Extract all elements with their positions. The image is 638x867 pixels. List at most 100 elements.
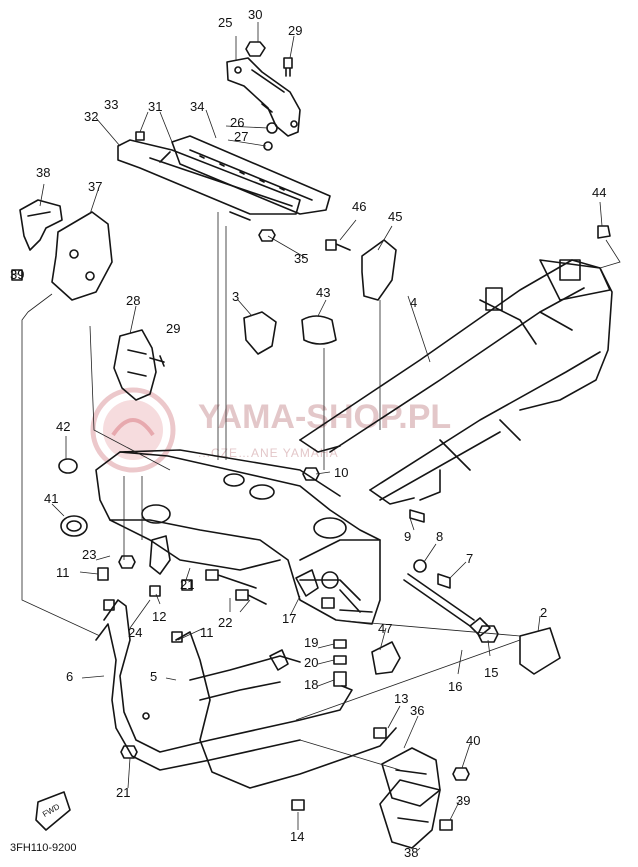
part-7-bolt (437, 573, 451, 589)
part-30-nut (245, 41, 266, 57)
callout-16: 16 (448, 679, 463, 694)
part-39-bolt-b (439, 819, 453, 831)
callout-20: 20 (304, 655, 319, 670)
callout-46: 46 (352, 199, 367, 214)
part-21-nut (181, 579, 193, 591)
part-31-seat-rail (117, 139, 301, 221)
callout-27: 27 (234, 129, 249, 144)
callout-24: 24 (128, 625, 143, 640)
callout-42: 42 (56, 419, 71, 434)
callout-38: 38 (404, 845, 419, 860)
part-11-bolt (97, 567, 109, 581)
callout-35: 35 (294, 251, 309, 266)
callout-28: 28 (126, 293, 141, 308)
part-20-washer (333, 655, 347, 665)
part-38-clamp (19, 199, 63, 251)
part-29-bolt (283, 57, 293, 77)
callout-32: 32 (84, 109, 99, 124)
part-46-bolt (325, 239, 351, 251)
callout-38: 38 (36, 165, 51, 180)
callout-6: 6 (66, 669, 74, 684)
callout-41: 41 (44, 491, 59, 506)
part-25-bracket (226, 57, 301, 137)
part-9-bolt (409, 509, 425, 523)
part-8-washer (413, 559, 427, 573)
part-39-bolt (11, 269, 23, 281)
part-28-bracket (113, 329, 157, 401)
part-24-bolt (103, 599, 115, 611)
callout-45: 45 (388, 209, 403, 224)
callout-2: 2 (540, 605, 548, 620)
part-23-nut (118, 555, 136, 569)
callout-9: 9 (404, 529, 412, 544)
part-22-bolts (205, 569, 267, 605)
callout-31: 31 (148, 99, 163, 114)
part-47-bracket (371, 641, 401, 675)
part-4-rear-frame (299, 259, 613, 505)
callout-3: 3 (232, 289, 240, 304)
callout-4: 4 (410, 295, 418, 310)
callout-13: 13 (394, 691, 409, 706)
part-34-cover-plate (171, 135, 331, 215)
part-17-clamp (295, 569, 319, 597)
callout-44: 44 (592, 185, 607, 200)
callout-15: 15 (484, 665, 499, 680)
part-14-bolt (291, 799, 305, 811)
part-36-footrest-bracket (381, 747, 441, 807)
callout-37: 37 (88, 179, 103, 194)
callout-40: 40 (466, 733, 481, 748)
part-11-bolt-b (171, 631, 183, 643)
callout-14: 14 (290, 829, 305, 844)
part-10-nut (302, 467, 320, 481)
callout-43: 43 (316, 285, 331, 300)
callout-29: 29 (166, 321, 181, 336)
drawing-code: 3FH110-9200 (10, 842, 77, 854)
callout-17: 17 (282, 611, 297, 626)
part-44-nut (597, 225, 611, 239)
part-41-race (60, 515, 88, 537)
part-35-nut (258, 229, 276, 242)
part-29-bolt-b (149, 355, 165, 367)
part-40-nut (452, 767, 470, 781)
callout-11: 11 (200, 625, 214, 640)
part-15-nut (477, 625, 499, 643)
part-6-down-tube (95, 599, 353, 771)
part-19-collar (333, 639, 347, 649)
watermark-logo-icon (90, 387, 176, 473)
callout-30: 30 (248, 7, 263, 22)
callout-5: 5 (150, 669, 158, 684)
callout-23: 23 (82, 547, 97, 562)
callout-25: 25 (218, 15, 233, 30)
leader-lines (12, 22, 621, 851)
callout-39: 39 (10, 267, 25, 282)
part-26-collar (266, 122, 278, 134)
callout-18: 18 (304, 677, 319, 692)
callout-10: 10 (334, 465, 349, 480)
callout-39: 39 (456, 793, 471, 808)
callout-8: 8 (436, 529, 444, 544)
part-21-nut-b (120, 745, 138, 759)
part-45-bracket (361, 239, 397, 301)
part-42-bearing (58, 458, 78, 474)
fwd-arrow-icon (35, 791, 71, 831)
part-1-main-frame (95, 449, 381, 625)
callout-29: 29 (288, 23, 303, 38)
callout-21: 21 (180, 577, 195, 592)
part-2-cover (519, 627, 561, 675)
part-18-spacer (333, 671, 347, 687)
callout-47: 47 (378, 621, 393, 636)
watermark-tagline: ...CZE…ANE YAMAHA (198, 446, 339, 460)
callout-12: 12 (152, 609, 167, 624)
callout-22: 22 (218, 615, 233, 630)
callout-21: 21 (116, 785, 131, 800)
part-24-bracket (149, 535, 171, 575)
callout-26: 26 (230, 115, 245, 130)
callout-7: 7 (466, 551, 474, 566)
watermark-brand: YAMA-SHOP.PL (198, 398, 452, 436)
part-37-stay (51, 211, 113, 301)
part-43-damper (301, 315, 337, 345)
callout-33: 33 (104, 97, 119, 112)
part-33-bolt (135, 131, 145, 141)
part-38-footrest-stay (379, 779, 441, 849)
